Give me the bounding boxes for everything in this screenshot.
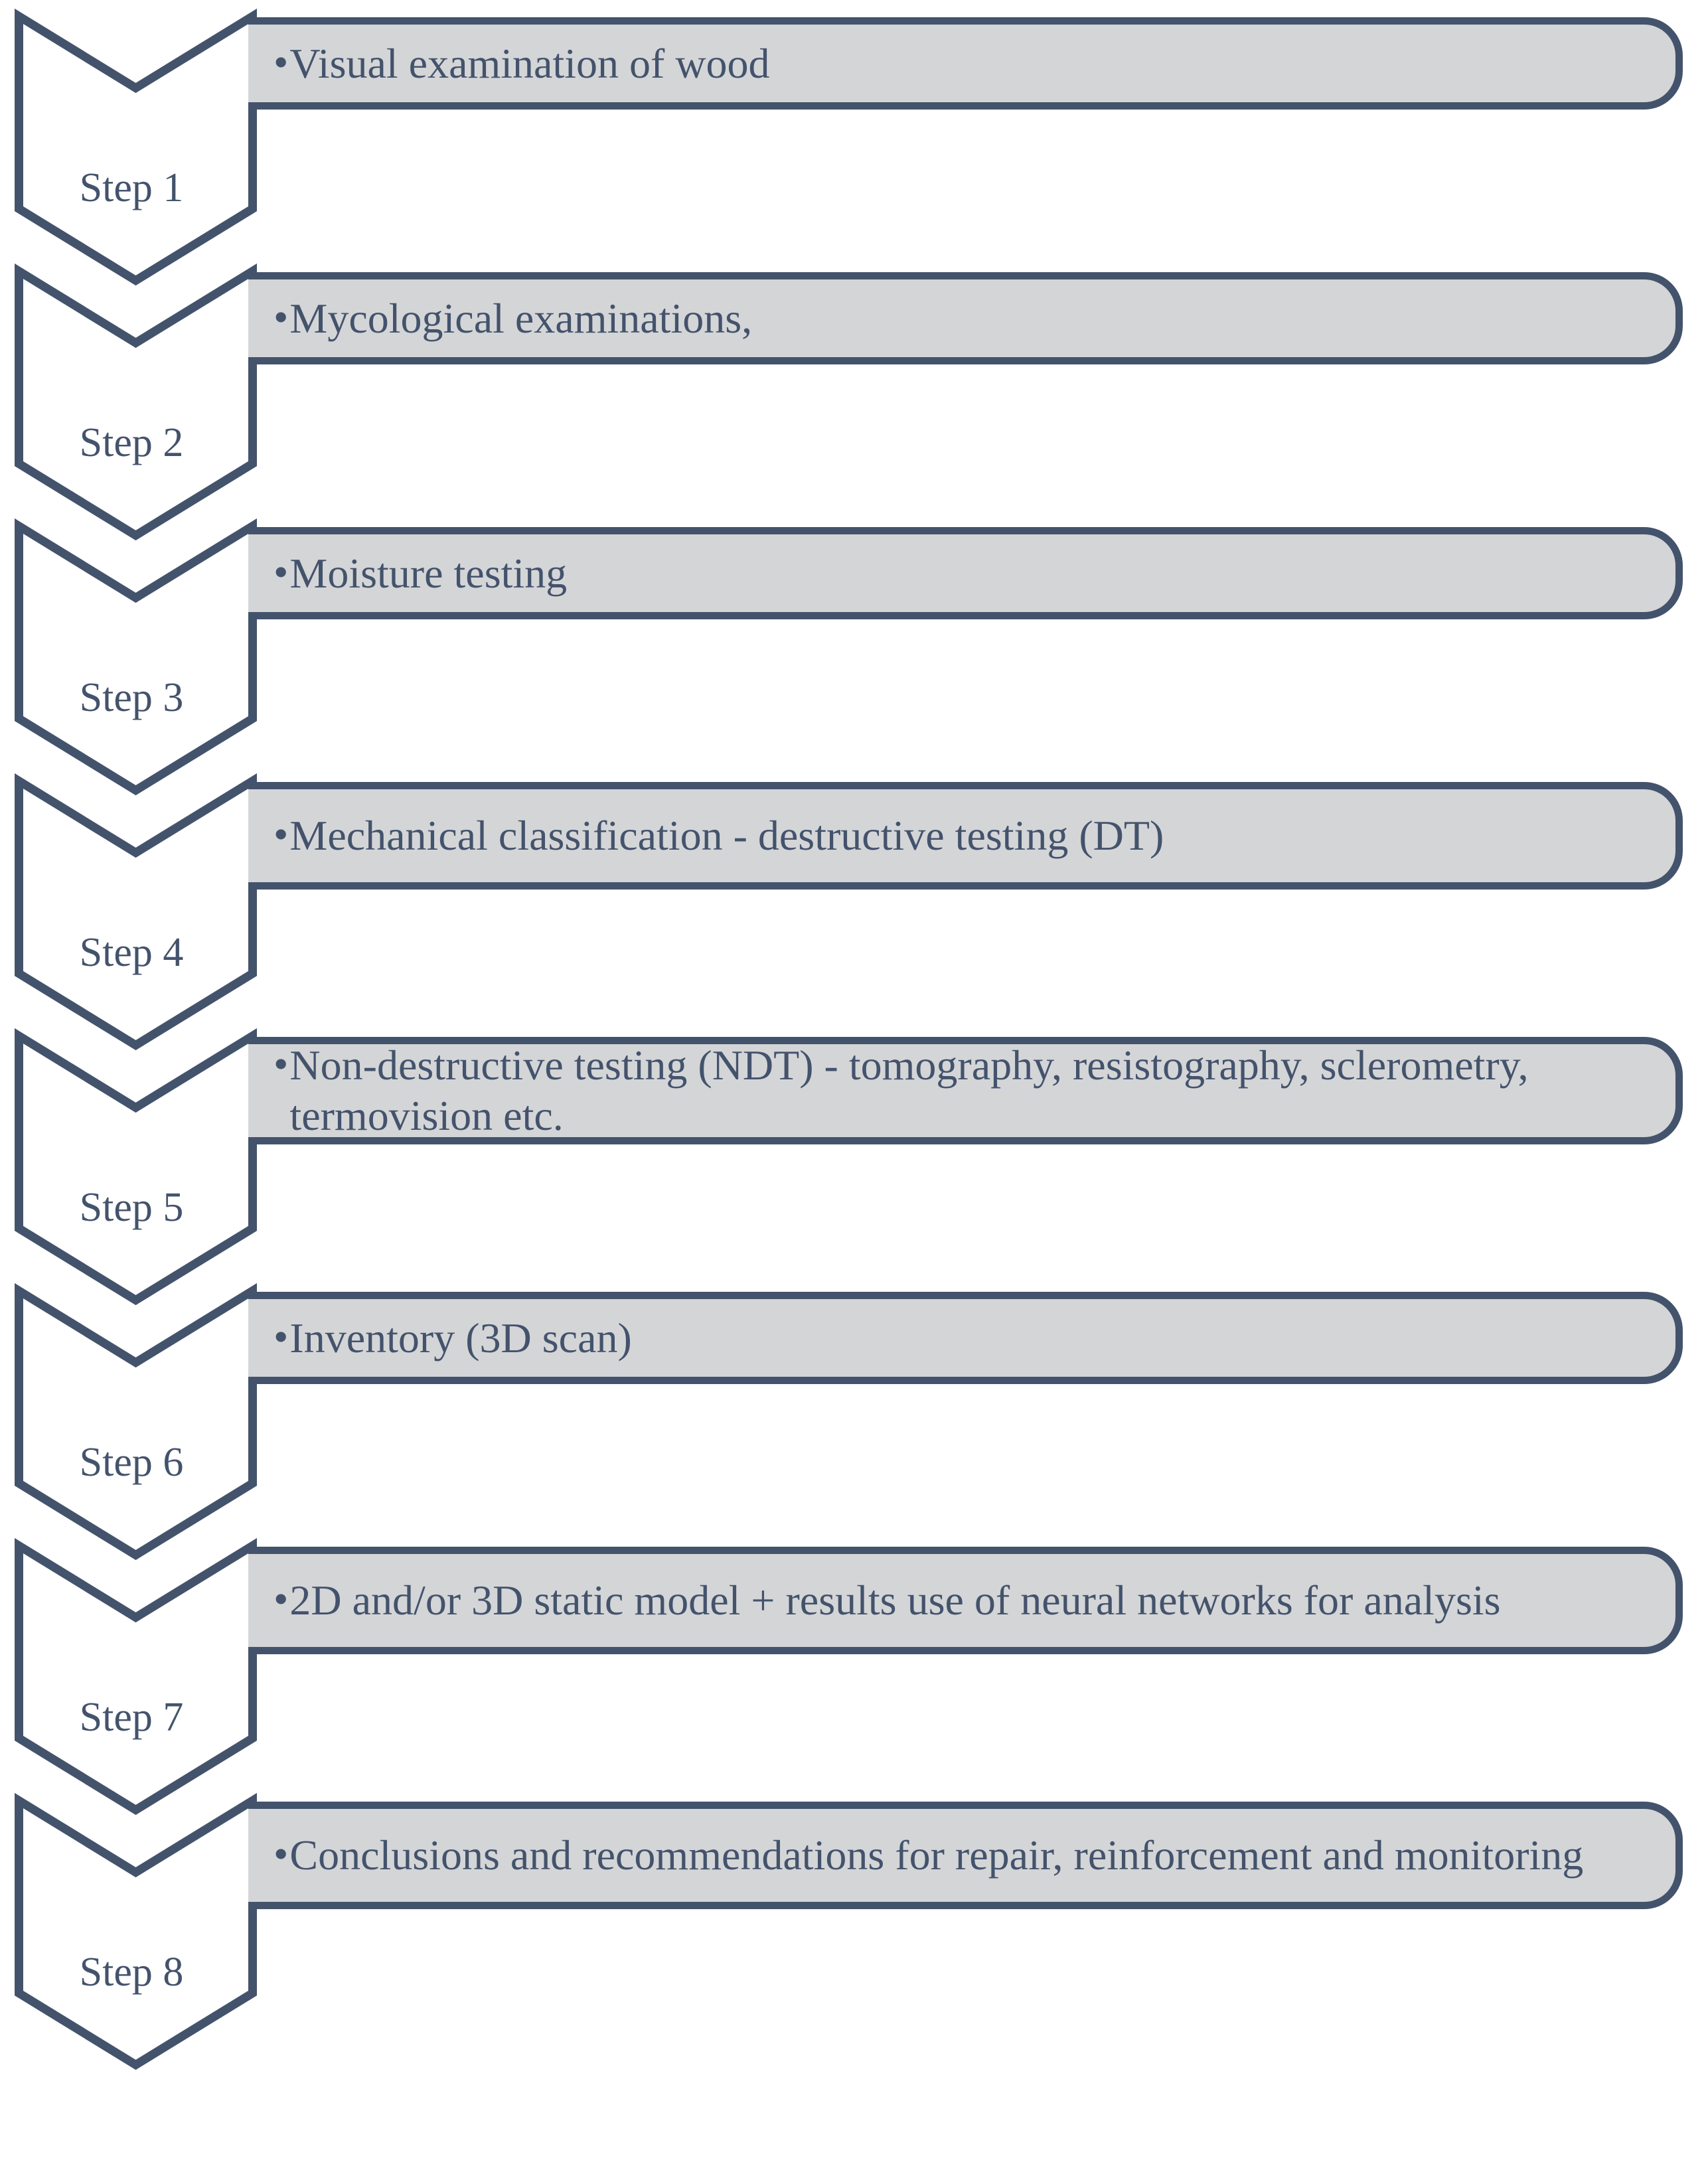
step-label-4: Step 4 <box>79 930 184 975</box>
bullet-icon: • <box>273 811 289 858</box>
step-text-7: 2D and/or 3D static model + results use … <box>289 1577 1501 1624</box>
step-content-box-6: •Inventory (3D scan) <box>248 1292 1683 1384</box>
step-content-box-5: •Non-destructive testing (NDT) - tomogra… <box>248 1037 1683 1144</box>
bullet-icon: • <box>273 1312 289 1360</box>
step-label-6: Step 6 <box>79 1440 184 1485</box>
step-label-7: Step 7 <box>79 1695 184 1740</box>
bullet-icon: • <box>273 1575 289 1623</box>
step-content-inner: •Visual examination of wood <box>248 39 1675 89</box>
step-content-inner: •Mechanical classification - destructive… <box>248 811 1675 861</box>
bullet-icon: • <box>273 1830 289 1878</box>
step-content-inner: •2D and/or 3D static model + results use… <box>248 1575 1675 1626</box>
step-content-inner: •Non-destructive testing (NDT) - tomogra… <box>248 1040 1675 1140</box>
bullet-icon: • <box>273 38 289 86</box>
step-chevron-5 <box>15 1028 257 1376</box>
step-text-1: Visual examination of wood <box>289 39 770 87</box>
step-content-box-7: •2D and/or 3D static model + results use… <box>248 1547 1683 1654</box>
step-content-inner: •Moisture testing <box>248 548 1675 599</box>
bullet-icon: • <box>273 548 289 595</box>
bullet-icon: • <box>273 1040 289 1088</box>
step-content-box-1: •Visual examination of wood <box>248 17 1683 110</box>
step-chevron-4 <box>15 773 257 1121</box>
step-text-5: Non-destructive testing (NDT) - tomograp… <box>289 1042 1529 1139</box>
step-chevron-3 <box>15 518 257 866</box>
step-label-2: Step 2 <box>79 420 184 465</box>
step-text-3: Moisture testing <box>289 549 568 597</box>
step-label-3: Step 3 <box>79 675 184 720</box>
step-text-2: Mycological examinations, <box>289 294 753 342</box>
step-content-box-2: •Mycological examinations, <box>248 272 1683 364</box>
step-chevron-2 <box>15 263 257 611</box>
step-chevron-8 <box>15 1792 257 2141</box>
step-label-8: Step 8 <box>79 1950 184 1995</box>
step-content-inner: •Conclusions and recommendations for rep… <box>248 1830 1675 1881</box>
step-text-6: Inventory (3D scan) <box>289 1314 632 1361</box>
step-chevron-1 <box>15 8 257 356</box>
step-content-inner: •Mycological examinations, <box>248 293 1675 344</box>
step-label-1: Step 1 <box>79 165 184 210</box>
step-content-box-8: •Conclusions and recommendations for rep… <box>248 1802 1683 1909</box>
step-content-box-4: •Mechanical classification - destructive… <box>248 782 1683 890</box>
bullet-icon: • <box>273 293 289 341</box>
step-text-4: Mechanical classification - destructive … <box>289 812 1164 860</box>
step-label-5: Step 5 <box>79 1185 184 1230</box>
step-chevron-6 <box>15 1282 257 1631</box>
step-text-8: Conclusions and recommendations for repa… <box>289 1831 1584 1879</box>
step-chevron-7 <box>15 1537 257 1886</box>
step-content-inner: •Inventory (3D scan) <box>248 1313 1675 1363</box>
step-content-box-3: •Moisture testing <box>248 527 1683 619</box>
